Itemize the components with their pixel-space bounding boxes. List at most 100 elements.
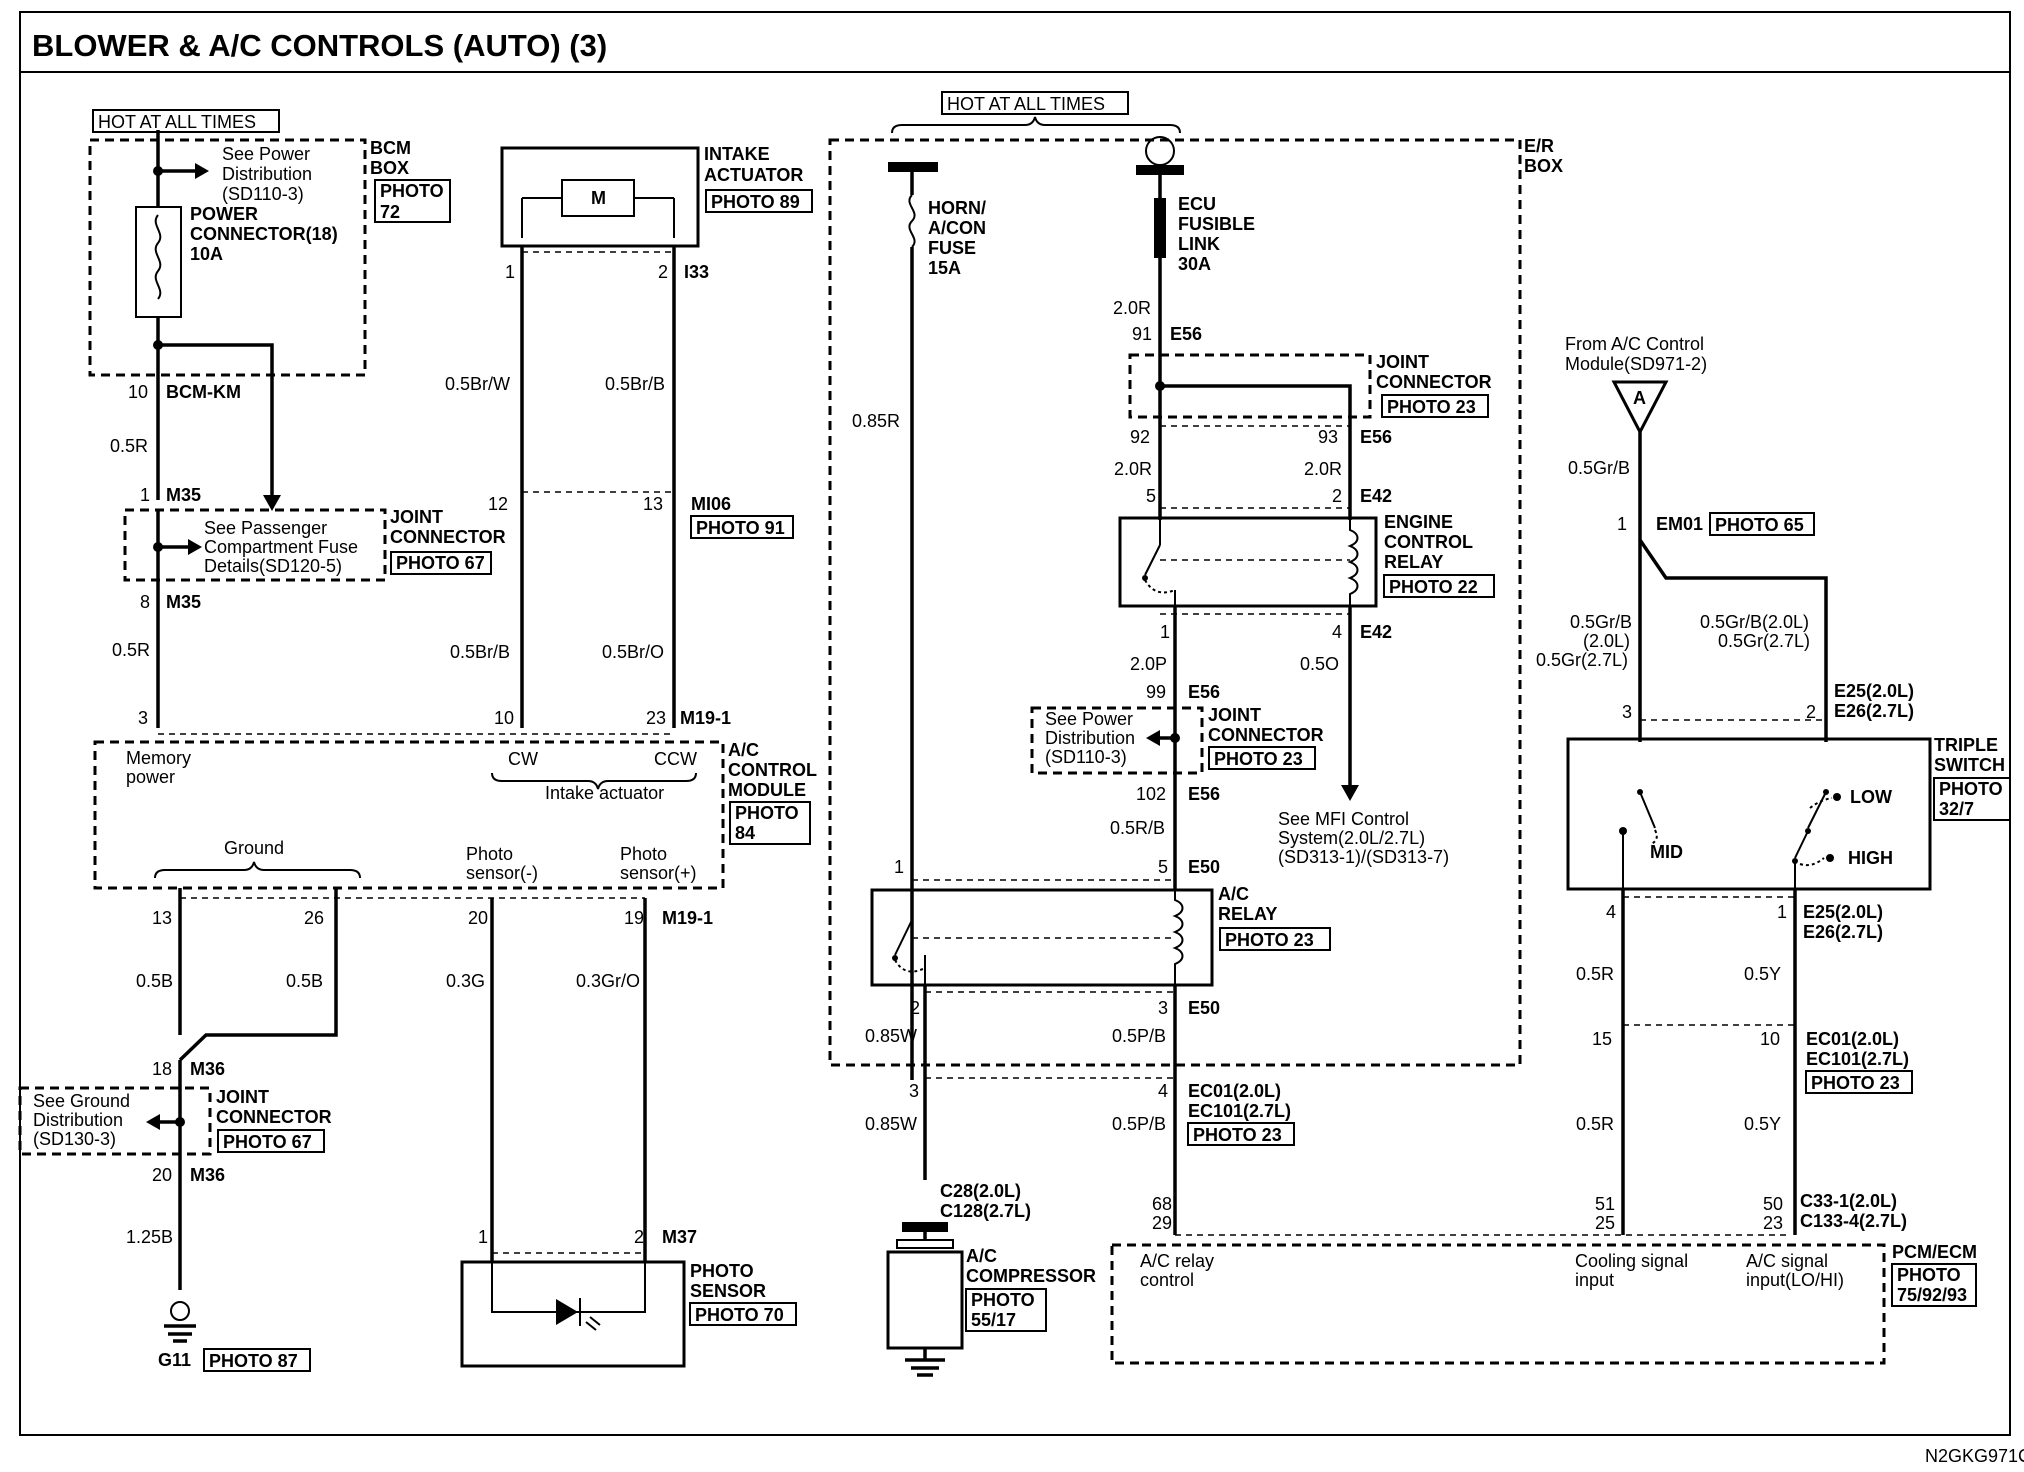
- label-acm-photo-l2: 84: [735, 823, 755, 843]
- label-ac-relay-name-l2: RELAY: [1218, 904, 1277, 924]
- label-ac-relay-pin5: 5: [1158, 857, 1168, 877]
- bcm-box: HOT AT ALL TIMES BCM BOX PHOTO 72 See Po…: [88, 109, 451, 511]
- label-right-e25b-l2: E26(2.7L): [1803, 922, 1883, 942]
- label-wires-w9: 0.3G: [446, 971, 485, 991]
- label-er-box-name-l2: BOX: [1524, 156, 1563, 176]
- label-er-box-pin-91: 91: [1132, 324, 1152, 344]
- label-wires-w6: 0.5Br/O: [602, 642, 664, 662]
- label-pcm-relay-l1: A/C relay: [1140, 1251, 1214, 1271]
- label-jc-pwr-see-l2: Distribution: [1045, 728, 1135, 748]
- label-compressor-name-l1: A/C: [966, 1246, 997, 1266]
- label-actuator-mid-pin1: 12: [488, 494, 508, 514]
- label-pcm-pins-b-0: 51: [1595, 1194, 1615, 1214]
- label-actuator-photo: PHOTO 89: [711, 192, 800, 212]
- label-right-ts-pin2: 2: [1806, 702, 1816, 722]
- label-wires-w13: 2.0R: [1113, 298, 1151, 318]
- label-photo-sensor-name-l1: PHOTO: [690, 1261, 754, 1281]
- label-right-em-photo: PHOTO 65: [1715, 515, 1804, 535]
- label-right-ts-name-l2: SWITCH: [1934, 755, 2005, 775]
- label-ac-relay-pin3: 3: [1158, 998, 1168, 1018]
- page-title: BLOWER & A/C CONTROLS (AUTO) (3): [32, 28, 607, 63]
- ac-relay: 1 5 E50 A/C RELAY PHOTO 23 2 3 E50 0.85W…: [865, 857, 1331, 1235]
- label-bcm-conn: BCM-KM: [166, 382, 241, 402]
- label-ecr-conn-bot: E42: [1360, 622, 1392, 642]
- label-ac-relay-pin1: 1: [894, 857, 904, 877]
- label-wires-w24-l1: 0.5Gr/B: [1570, 612, 1632, 632]
- label-ac-relay-name-l1: A/C: [1218, 884, 1249, 904]
- label-right-ec-pin10: 10: [1760, 1029, 1780, 1049]
- label-actuator-pin2: 2: [658, 262, 668, 282]
- label-acm-name-l3: MODULE: [728, 780, 806, 800]
- label-wires-w19: 0.85W: [865, 1026, 917, 1046]
- label-wires-w1: 0.5R: [110, 436, 148, 456]
- label-ground-name: G11: [158, 1350, 191, 1370]
- label-actuator-conn: I33: [684, 262, 709, 282]
- label-pcm-name: PCM/ECM: [1892, 1242, 1977, 1262]
- label-wires-w17: 0.5O: [1300, 654, 1339, 674]
- label-right-ec-pin15: 15: [1592, 1029, 1612, 1049]
- label-wires-w12: 0.85R: [852, 411, 900, 431]
- label-pcm-relay-l2: control: [1140, 1270, 1194, 1290]
- label-jc-er-conn: E56: [1360, 427, 1392, 447]
- label-acm-memory-l2: power: [126, 767, 175, 787]
- motor-symbol: M: [591, 188, 606, 208]
- label-jc-left-pin-top: 1: [140, 485, 150, 505]
- label-ac-relay-pin2: 2: [910, 998, 920, 1018]
- label-bcm-see-l2: Distribution: [222, 164, 312, 184]
- intake-actuator: M INTAKE ACTUATOR PHOTO 89 1 2 I33 0.5Br…: [445, 144, 813, 728]
- er-box: HOT AT ALL TIMES E/R BOX HORN/ A/CON FUS…: [828, 91, 1563, 1080]
- label-jc-pwr-conn-bot: E56: [1188, 784, 1220, 804]
- label-bcm-see-l1: See Power: [222, 144, 310, 164]
- label-right-ec-photo: PHOTO 23: [1811, 1073, 1900, 1093]
- label-right-low: LOW: [1850, 787, 1892, 807]
- label-ecr-name-l2: CONTROL: [1384, 532, 1473, 552]
- label-jc-ground-conn-top: M36: [190, 1059, 225, 1079]
- label-jc-ground-pin-bot: 20: [152, 1165, 172, 1185]
- label-jc-pwr-pin-102: 102: [1136, 784, 1166, 804]
- ground-circuit: 0.5B 0.5B 18 M36 See Ground Distribution…: [18, 888, 338, 1372]
- label-jc-er-name-l2: CONNECTOR: [1376, 372, 1492, 392]
- label-er-box-fuse-l4: 15A: [928, 258, 961, 278]
- power-connector-fuse: [135, 206, 182, 318]
- label-acm-memory-l1: Memory: [126, 748, 191, 768]
- label-ec01-pin3: 3: [909, 1081, 919, 1101]
- joint-connector-e56: JOINT CONNECTOR PHOTO 23 92 93 E56 2.0R …: [1114, 352, 1492, 520]
- label-jc-left-conn-top: M35: [166, 485, 201, 505]
- label-jc-er-pin-93: 93: [1318, 427, 1338, 447]
- label-wires-w3: 0.5Br/W: [445, 374, 510, 394]
- label-wires-w4: 0.5Br/B: [605, 374, 665, 394]
- engine-control-relay: 5 2 E42 ENGINE CONTROL RELAY PHOTO 22 1 …: [1118, 486, 1495, 801]
- label-wires-w22: 0.5P/B: [1112, 1114, 1166, 1134]
- label-acm-photo-l1: PHOTO: [735, 803, 799, 823]
- label-bcm-name-l2: BOX: [370, 158, 409, 178]
- label-ground-photo: PHOTO 87: [209, 1351, 298, 1371]
- label-ecr-name-l1: ENGINE: [1384, 512, 1453, 532]
- label-jc-er-pin-92: 92: [1130, 427, 1150, 447]
- hot-label-right: HOT AT ALL TIMES: [947, 94, 1105, 114]
- label-wires-w7: 0.5B: [136, 971, 173, 991]
- label-jc-ground-see-l2: Distribution: [33, 1110, 123, 1130]
- label-acm-ps-pos-l1: Photo: [620, 844, 667, 864]
- label-wires-w20: 0.5P/B: [1112, 1026, 1166, 1046]
- label-compressor-c-l1: C28(2.0L): [940, 1181, 1021, 1201]
- page-code: N2GKG971C: [1925, 1446, 2024, 1466]
- photo-sensor: 0.3G 0.3Gr/O 1 2 M37 PHOTO SENSOR PHOTO …: [446, 898, 797, 1368]
- label-pcm-pins-a-1: 29: [1152, 1213, 1172, 1233]
- label-jc-left-photo: PHOTO 67: [396, 553, 485, 573]
- label-right-tri: A: [1633, 388, 1646, 408]
- connection-triangle: [1611, 380, 1669, 436]
- label-ec01-c-l2: EC101(2.7L): [1188, 1101, 1291, 1121]
- label-wires-w24-l3: 0.5Gr(2.7L): [1536, 650, 1628, 670]
- label-actuator-mid-pin2: 13: [643, 494, 663, 514]
- triple-switch-circuit: From A/C Control Module(SD971-2) A 0.5Gr…: [1536, 334, 2011, 1235]
- label-pcm-photo-l2: 75/92/93: [1897, 1285, 1967, 1305]
- label-acm-pins-bot-0: 13: [152, 908, 172, 928]
- label-ecr-pin5: 5: [1146, 486, 1156, 506]
- label-jc-left-name-l2: CONNECTOR: [390, 527, 506, 547]
- label-right-ec-l1: EC01(2.0L): [1806, 1029, 1899, 1049]
- label-compressor-photo-l1: PHOTO: [971, 1290, 1035, 1310]
- label-pcm-sig-l2: input(LO/HI): [1746, 1270, 1844, 1290]
- label-pcm-c-l2: C133-4(2.7L): [1800, 1211, 1907, 1231]
- label-jc-ground-pin-top: 18: [152, 1059, 172, 1079]
